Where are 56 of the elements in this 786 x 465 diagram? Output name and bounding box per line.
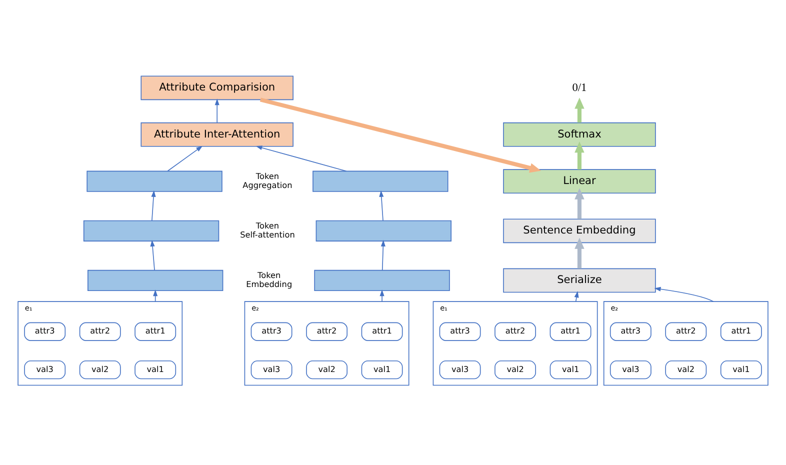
arrow	[167, 146, 203, 172]
node-box: val1	[361, 360, 403, 380]
node-box: attr3	[610, 322, 652, 341]
arrow	[260, 98, 541, 173]
node-box: val2	[494, 360, 536, 380]
node-box: attr1	[550, 322, 592, 341]
node-box: val2	[306, 360, 348, 380]
node-text: 0/1	[572, 82, 587, 94]
arrow	[574, 291, 579, 302]
node-box	[83, 220, 220, 242]
arrow	[574, 188, 584, 219]
arrow	[256, 146, 347, 172]
node-box: val1	[134, 360, 176, 380]
node-box	[86, 170, 222, 192]
node-box: attr3	[24, 322, 66, 341]
node-box: Sentence Embedding	[503, 218, 656, 244]
node-box: val3	[610, 360, 652, 380]
node-box: Serialize	[503, 268, 656, 293]
node-box	[88, 270, 224, 291]
node-box	[316, 220, 452, 242]
arrow	[214, 98, 220, 124]
node-box: Attribute Comparision	[140, 76, 294, 100]
node-box: Softmax	[503, 122, 656, 147]
node-box: val3	[250, 360, 292, 380]
label: Token Self-attention	[240, 220, 295, 240]
arrow	[574, 142, 584, 170]
node-box: attr2	[494, 322, 536, 341]
arrow	[153, 290, 158, 302]
node-box: attr2	[306, 322, 348, 341]
arrow	[380, 290, 384, 302]
node-box: Attribute Inter-Attention	[140, 122, 294, 147]
node-box: attr1	[134, 322, 176, 341]
label: Token Embedding	[246, 270, 292, 289]
node-box: val2	[665, 360, 707, 380]
node-box: val3	[439, 360, 481, 380]
arrow	[574, 98, 584, 123]
node-box: val2	[79, 360, 121, 380]
label: Token Aggregation	[242, 170, 292, 190]
arrow	[150, 240, 155, 271]
node-box: val3	[24, 360, 66, 380]
arrow	[574, 238, 584, 269]
arrow	[151, 190, 156, 222]
arrow	[654, 286, 714, 302]
node-box: val1	[720, 360, 762, 380]
node-box: attr3	[439, 322, 481, 341]
node-box: attr1	[361, 322, 403, 341]
node-box: Linear	[503, 169, 656, 194]
node-box: attr1	[720, 322, 762, 341]
arrow	[379, 190, 384, 222]
node-box: attr2	[665, 322, 707, 341]
node-box: val1	[550, 360, 592, 380]
node-box: attr3	[250, 322, 292, 341]
node-box	[312, 170, 448, 192]
arrow	[380, 240, 386, 271]
node-box: attr2	[79, 322, 121, 341]
node-box	[314, 270, 450, 291]
